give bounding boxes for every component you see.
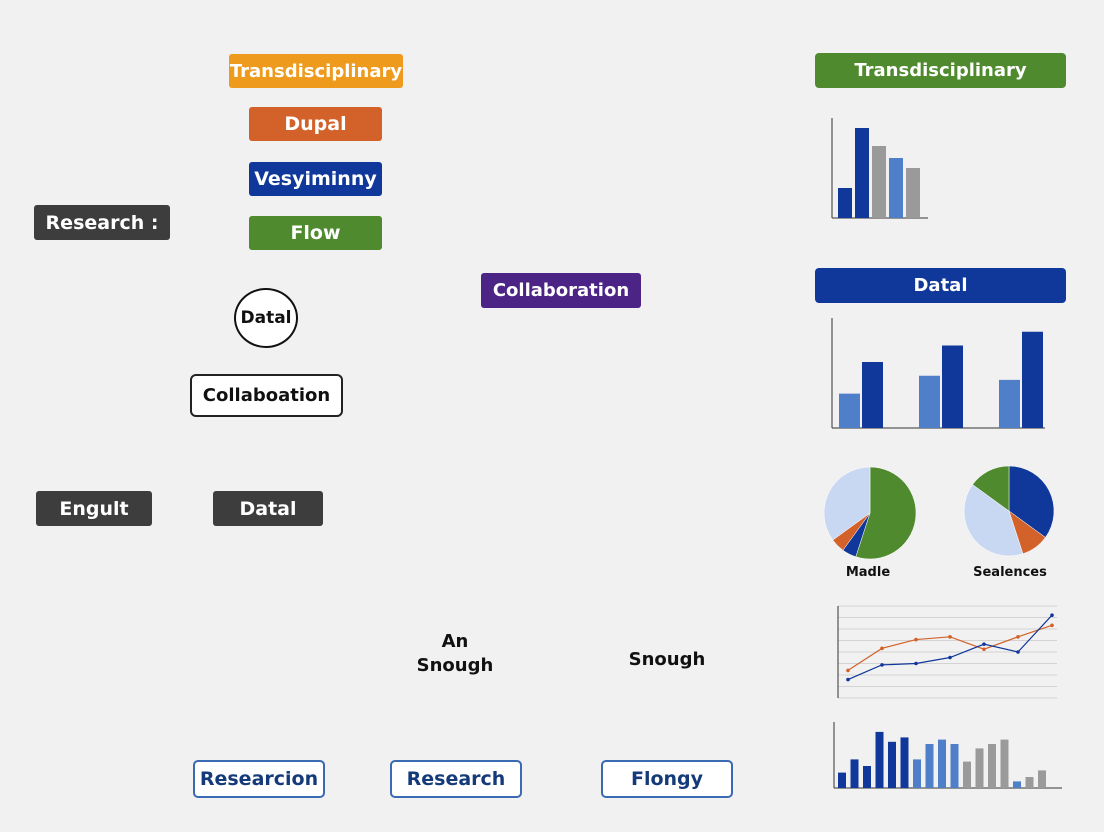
bar [872, 146, 886, 218]
data-point [1016, 635, 1020, 639]
data-point [880, 646, 884, 651]
flow-box-transdisciplinary: Transdisciplinary [229, 54, 403, 88]
flow-box-flow: Flow [249, 216, 382, 250]
bar [839, 393, 860, 428]
bar [938, 739, 946, 788]
pie-chart-2 [963, 465, 1055, 557]
data-point [914, 637, 918, 642]
bar [919, 375, 940, 428]
bar [850, 759, 859, 788]
bar [913, 759, 921, 788]
bar [875, 731, 884, 788]
pie-slice [972, 465, 1010, 512]
series-line [847, 614, 1053, 681]
pie-left-caption: Madle [845, 565, 891, 580]
bar [942, 345, 963, 428]
pie-chart-1 [823, 466, 917, 560]
magnet-blue-circle [618, 388, 710, 480]
bar [1000, 739, 1009, 788]
hex-snough-label: Snough [628, 649, 706, 670]
data-point [982, 642, 986, 646]
collaboration-header: Collaboration [481, 273, 641, 308]
bar [888, 741, 896, 788]
bar [1013, 781, 1021, 788]
bar [900, 737, 909, 788]
bar-chart-2 [831, 318, 1045, 429]
collaboation-box: Collaboation [190, 374, 343, 417]
data-point [1050, 613, 1054, 617]
hex-an-snough-label: An Snough [416, 631, 494, 676]
datal-header: Datal [815, 268, 1066, 303]
research-label-box: Research : [34, 205, 170, 240]
bar [838, 188, 852, 218]
bar [889, 158, 903, 218]
data-point [1016, 650, 1020, 654]
data-point [846, 677, 850, 682]
data-point [914, 661, 918, 666]
bar [950, 744, 959, 788]
pie-slice [963, 484, 1024, 557]
research-box: Research [390, 760, 522, 798]
data-point [880, 663, 884, 667]
data-point [1050, 623, 1054, 628]
line-chart [837, 605, 1057, 699]
bar [838, 772, 846, 788]
bar [855, 128, 869, 218]
bar [1038, 770, 1046, 788]
flow-box-dupal: Dupal [249, 107, 382, 141]
bar [863, 766, 871, 788]
bar-chart-1 [831, 118, 928, 219]
bar [963, 761, 971, 788]
transdisciplinary-header: Transdisciplinary [815, 53, 1066, 88]
bar [988, 744, 996, 788]
datal-circle-node: Datal [234, 288, 298, 348]
bar [1022, 331, 1043, 428]
data-point [982, 647, 986, 652]
bar [975, 748, 984, 788]
pie-slice [823, 466, 871, 541]
flongy-box: Flongy [601, 760, 733, 798]
engult-label-box: Engult [36, 491, 152, 526]
datal-label-box: Datal [213, 491, 323, 526]
bar [925, 744, 934, 788]
pie-slice [855, 466, 917, 560]
bar [999, 379, 1020, 428]
bar-chart-3 [833, 722, 1062, 789]
data-point [948, 655, 952, 660]
pie-slice [1008, 465, 1055, 538]
flow-box-vesyiminny: Vesyiminny [249, 162, 382, 196]
data-point [948, 635, 952, 639]
bar [862, 362, 883, 428]
pie-right-caption: Sealences [973, 565, 1047, 580]
researcion-box: Researcion [193, 760, 325, 798]
bar [906, 168, 920, 218]
bar [1025, 777, 1034, 788]
data-point [846, 668, 850, 673]
